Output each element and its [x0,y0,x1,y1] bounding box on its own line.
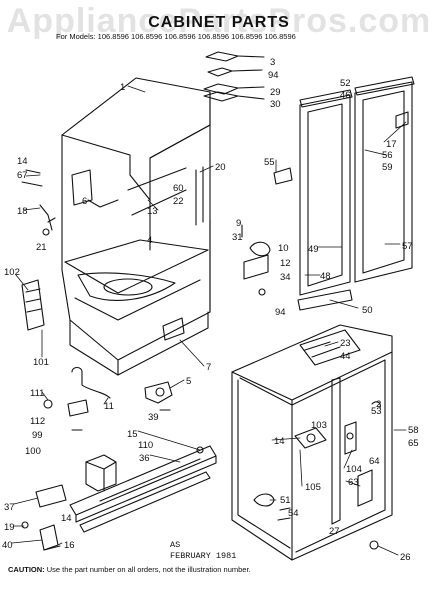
callout-48: 48 [320,271,331,282]
callout-40: 40 [2,540,13,551]
callout-63: 63 [348,477,359,488]
callout-27: 27 [329,526,340,537]
callout-31: 31 [232,232,243,243]
callout-20: 20 [215,162,226,173]
callout-64: 64 [369,456,380,467]
callout-51: 51 [280,495,291,506]
callout-110: 110 [138,440,154,451]
callout-30: 30 [270,99,281,110]
callout-34: 34 [280,272,291,283]
callout-58: 58 [408,425,419,436]
callout-14: 14 [61,513,72,524]
top-hinge-parts [203,51,265,102]
callout-112: 112 [30,416,46,427]
caution-lead: CAUTION: [8,565,45,574]
callout-59: 59 [382,162,393,173]
callout-26: 26 [400,552,411,563]
callout-2: 2 [376,399,382,410]
callout-12: 12 [280,258,291,269]
callout-3: 3 [270,57,276,68]
callout-39: 39 [148,412,159,423]
callout-4: 4 [147,235,153,246]
callout-21: 21 [36,242,47,253]
callout-111: 111 [30,388,45,399]
callout-100: 100 [25,446,41,457]
callout-37: 37 [4,502,15,513]
callout-1: 1 [120,82,126,93]
callout-94: 94 [275,307,286,318]
lower-left-parts [21,445,217,551]
callout-9: 9 [236,218,242,229]
callout-67: 67 [17,170,28,181]
caution-text: Use the part number on all orders, not t… [46,565,251,574]
callout-14: 14 [17,156,28,167]
callout-6: 6 [82,196,88,207]
callout-16: 16 [64,540,75,551]
leader-lines [11,85,407,556]
callout-102: 102 [4,267,20,278]
callout-5: 5 [186,376,192,387]
callout-23: 23 [340,338,351,349]
callout-17: 17 [386,139,397,150]
callout-10: 10 [278,243,289,254]
callout-103: 103 [311,420,327,431]
callout-101: 101 [33,357,49,368]
callout-54: 54 [288,508,299,519]
callout-94: 94 [268,70,279,81]
date-code: AS [170,540,181,550]
date-text: FEBRUARY 1981 [170,551,237,561]
callout-65: 65 [408,438,419,449]
callout-14: 14 [274,436,285,447]
caution-note: CAUTION: Use the part number on all orde… [8,565,251,574]
callout-52: 52 [340,78,351,89]
callout-18: 18 [17,206,28,217]
callout-104: 104 [346,464,362,475]
diagram-title: CABINET PARTS [148,14,290,31]
callout-15: 15 [127,429,138,440]
door-gasket-frames [297,76,415,311]
upper-cabinet-shell [61,77,211,376]
callout-49: 49 [308,244,319,255]
callout-105: 105 [305,482,321,493]
callout-29: 29 [270,87,281,98]
callout-19: 19 [4,522,15,533]
callout-13: 13 [147,206,158,217]
callout-22: 22 [173,196,184,207]
upper-left-hardware [21,167,293,331]
callout-53: 53 [371,406,382,417]
lower-cabinet-shell [231,324,393,561]
callout-55: 55 [264,157,275,168]
callout-11: 11 [104,401,114,412]
callout-57: 57 [402,241,413,252]
watermark: AppliancePartsPros.com [6,2,432,40]
callout-60: 60 [173,183,184,194]
callout-46: 46 [340,90,351,101]
middle-hardware [43,317,185,431]
callout-99: 99 [32,430,43,441]
callout-7: 7 [206,362,212,373]
callout-56: 56 [382,150,393,161]
callout-50: 50 [362,305,373,316]
callout-44: 44 [340,351,351,362]
model-list: For Models: 106.8596 106.8596 106.8596 1… [56,32,296,41]
callout-36: 36 [139,453,150,464]
